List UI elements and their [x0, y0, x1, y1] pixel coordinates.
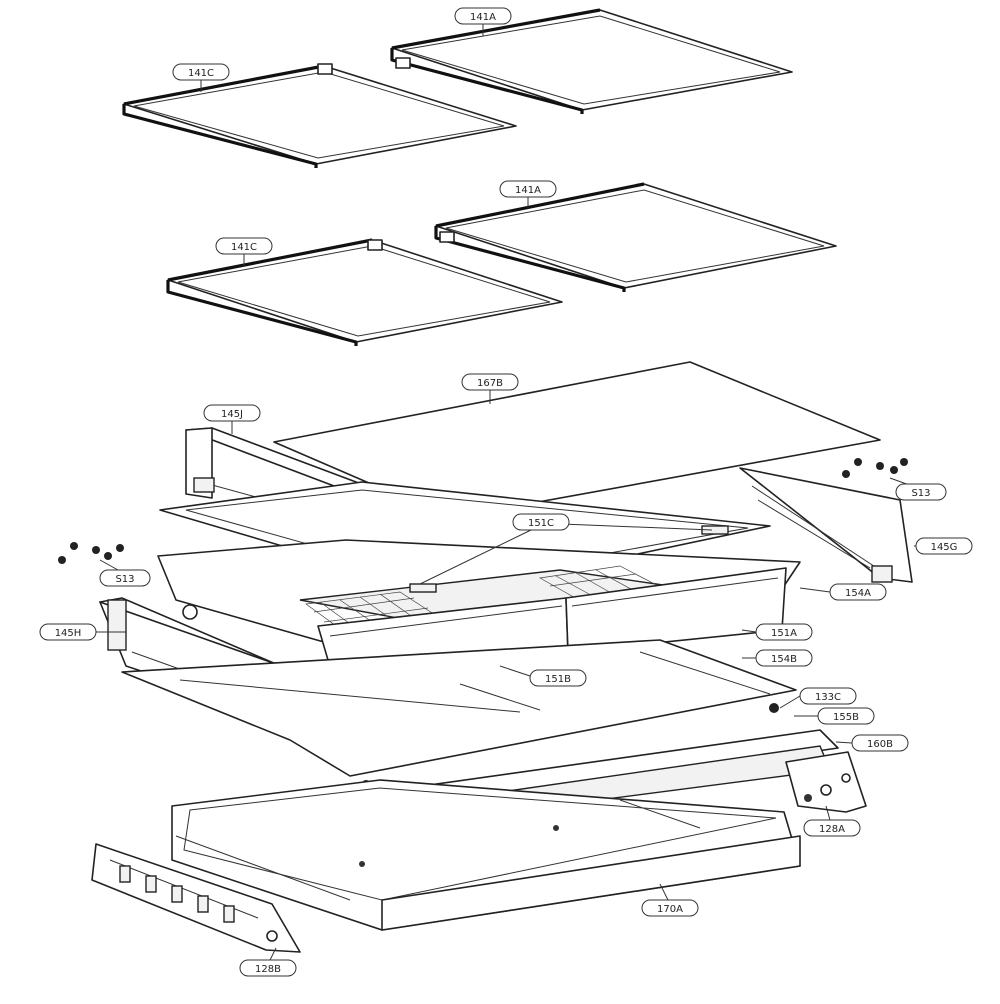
callout-154a: 154A	[829, 583, 887, 601]
callout-128a: 128A	[803, 819, 861, 837]
callout-s13-right: S13	[895, 483, 947, 501]
shelf-141a-upper	[390, 8, 793, 114]
callout-label: 151B	[545, 674, 571, 685]
callout-label: 128B	[255, 964, 281, 975]
callout-label: 154A	[845, 588, 871, 599]
callout-170a: 170A	[641, 899, 699, 917]
callout-label: 160B	[867, 739, 893, 750]
callout-label: 133C	[815, 692, 841, 703]
callout-label: 151C	[528, 518, 554, 529]
side-bracket-145g	[739, 467, 913, 583]
callout-label: 141C	[231, 242, 257, 253]
callout-label: 141C	[188, 68, 214, 79]
callout-label: 154B	[771, 654, 797, 665]
callout-154b: 154B	[755, 649, 813, 667]
callout-label: 145H	[55, 628, 82, 639]
callout-151b: 151B	[529, 669, 587, 687]
crisper-bin-assembly	[157, 525, 801, 695]
callout-label: 145J	[221, 409, 243, 420]
support-frame-154b	[121, 639, 797, 788]
callout-label: 128A	[819, 824, 845, 835]
callout-160b: 160B	[851, 734, 909, 752]
hinge-block-128a	[785, 751, 867, 813]
drawer-170a	[171, 779, 801, 931]
callout-label: S13	[115, 574, 134, 585]
callout-151a: 151A	[755, 623, 813, 641]
callout-label: 151A	[771, 628, 797, 639]
callout-141a-mid: 141A	[499, 180, 557, 198]
callout-141a-top: 141A	[454, 7, 512, 25]
callout-label: 141A	[515, 185, 541, 196]
callout-145g: 145G	[915, 537, 973, 555]
shelf-141c-lower	[166, 238, 563, 346]
callout-141c-mid: 141C	[215, 237, 273, 255]
shelf-141c-upper	[122, 63, 517, 168]
screws-s13-right	[842, 458, 908, 478]
shelf-141a-lower	[434, 182, 837, 292]
callout-128b: 128B	[239, 959, 297, 977]
callout-label: S13	[911, 488, 930, 499]
callout-167b: 167B	[461, 373, 519, 391]
callout-label: 141A	[470, 12, 496, 23]
callout-label: 145G	[931, 542, 958, 553]
callout-141c-top: 141C	[172, 63, 230, 81]
hinge-block-128b	[91, 843, 301, 953]
callout-label: 170A	[657, 904, 683, 915]
screws-s13-left	[58, 542, 124, 564]
callout-145h: 145H	[39, 623, 97, 641]
callout-145j: 145J	[203, 404, 261, 422]
callout-label: 167B	[477, 378, 503, 389]
callout-155b: 155B	[817, 707, 875, 725]
callout-s13-left: S13	[99, 569, 151, 587]
callout-151c: 151C	[512, 513, 570, 531]
callout-label: 155B	[833, 712, 859, 723]
callout-133c: 133C	[799, 687, 857, 705]
